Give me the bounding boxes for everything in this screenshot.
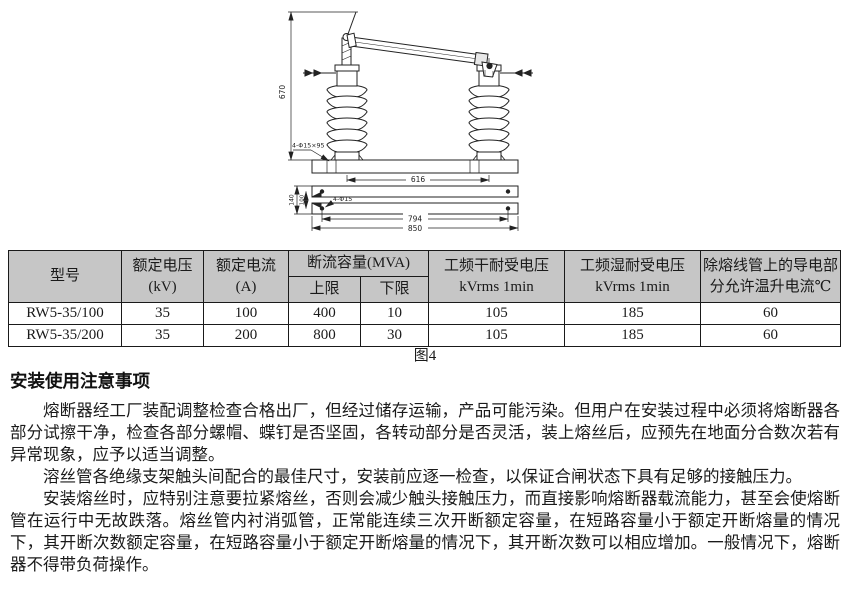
dim-label-slot: 4-Φ15×95: [292, 143, 325, 150]
table-row: RW5-35/100 35 100 400 10 105 185 60: [8, 302, 841, 325]
header-dry-withstand: 工频干耐受电压 kVrms 1min: [428, 250, 565, 303]
base-channel: [311, 159, 519, 174]
table-row: RW5-35/200 35 200 800 30 105 185 60: [8, 324, 841, 347]
dim-label-140: 140: [289, 194, 296, 206]
text-content: 图4 安装使用注意事项 熔断器经工厂装配调整检查合格出厂，但经过储存运输，产品可…: [10, 347, 840, 576]
base-slot-left: [326, 160, 337, 173]
cell-temp: 60: [700, 302, 841, 325]
paragraph-3: 安装熔丝时，应特别注意要拉紧熔丝，否则会减少触头接触压力，而直接影响熔断器载流能…: [10, 489, 840, 574]
cell-current: 200: [203, 324, 289, 347]
slot-leader: [293, 149, 330, 162]
table-header-row-1: 型号 额定电压 (kV) 额定电流 (A) 断流容量(MVA) 工频干耐受电压 …: [8, 250, 841, 303]
dim-label-850: 850: [408, 224, 423, 233]
dim-label-794: 794: [408, 215, 423, 224]
dim-label-616: 616: [411, 175, 426, 184]
spec-table: 型号 额定电压 (kV) 额定电流 (A) 断流容量(MVA) 工频干耐受电压 …: [8, 250, 841, 347]
table-header-row-2: 上限 下限: [9, 276, 841, 303]
terminal-left: [303, 69, 336, 77]
header-rated-voltage: 额定电压 (kV): [121, 250, 204, 303]
dim-670: [288, 11, 358, 161]
terminal-right: [500, 69, 533, 77]
cell-voltage: 35: [121, 324, 204, 347]
paragraph-2: 溶丝管各绝缘支架触头间配合的最佳尺寸，安装前应逐一检查，以保证合闸状态下具有足够…: [43, 467, 802, 486]
cell-upper: 800: [288, 324, 361, 347]
fuse-dimension-drawing: 670 4-Φ15×95 616 140 100 4-Φ15 794 850: [278, 11, 533, 233]
dim-label-holes: 4-Φ15: [333, 196, 352, 203]
figure-caption: 图4: [413, 348, 437, 364]
section-title: 安装使用注意事项: [10, 371, 150, 391]
insulator-right: [468, 64, 510, 161]
header-temp-rise: 除熔线管上的导电部 分允许温升电流℃: [700, 250, 841, 303]
header-wet-withstand: 工频湿耐受电压 kVrms 1min: [564, 250, 701, 303]
cell-wet: 185: [564, 302, 701, 325]
header-upper-limit: 上限: [288, 276, 361, 303]
cell-lower: 30: [360, 324, 429, 347]
cell-model: RW5-35/200: [8, 324, 122, 347]
cell-dry: 105: [428, 324, 565, 347]
cell-voltage: 35: [121, 302, 204, 325]
latch-bracket-right: [481, 61, 498, 78]
figure-drawing-area: 670 4-Φ15×95 616 140 100 4-Φ15 794 850: [0, 0, 850, 246]
header-model: 型号: [8, 250, 122, 303]
cell-lower: 10: [360, 302, 429, 325]
header-breaking-capacity: 断流容量(MVA): [288, 250, 429, 277]
cell-model: RW5-35/100: [8, 302, 122, 325]
cell-wet: 185: [564, 324, 701, 347]
dim-label-100: 100: [300, 194, 306, 205]
header-rated-current: 额定电流 (A): [203, 250, 289, 303]
header-lower-limit: 下限: [360, 276, 429, 303]
insulator-left: [326, 64, 368, 161]
base-slot-right: [469, 160, 480, 173]
dim-140: [294, 185, 312, 215]
cell-dry: 105: [428, 302, 565, 325]
cell-temp: 60: [700, 324, 841, 347]
paragraph-1: 熔断器经工厂装配调整检查合格出厂，但经过储存运输，产品可能污染。但用户在安装过程…: [10, 401, 840, 464]
dim-label-670: 670: [278, 85, 287, 100]
fuse-tube: [346, 32, 489, 67]
cell-current: 100: [203, 302, 289, 325]
hole-leader: [325, 200, 334, 208]
cell-upper: 400: [288, 302, 361, 325]
